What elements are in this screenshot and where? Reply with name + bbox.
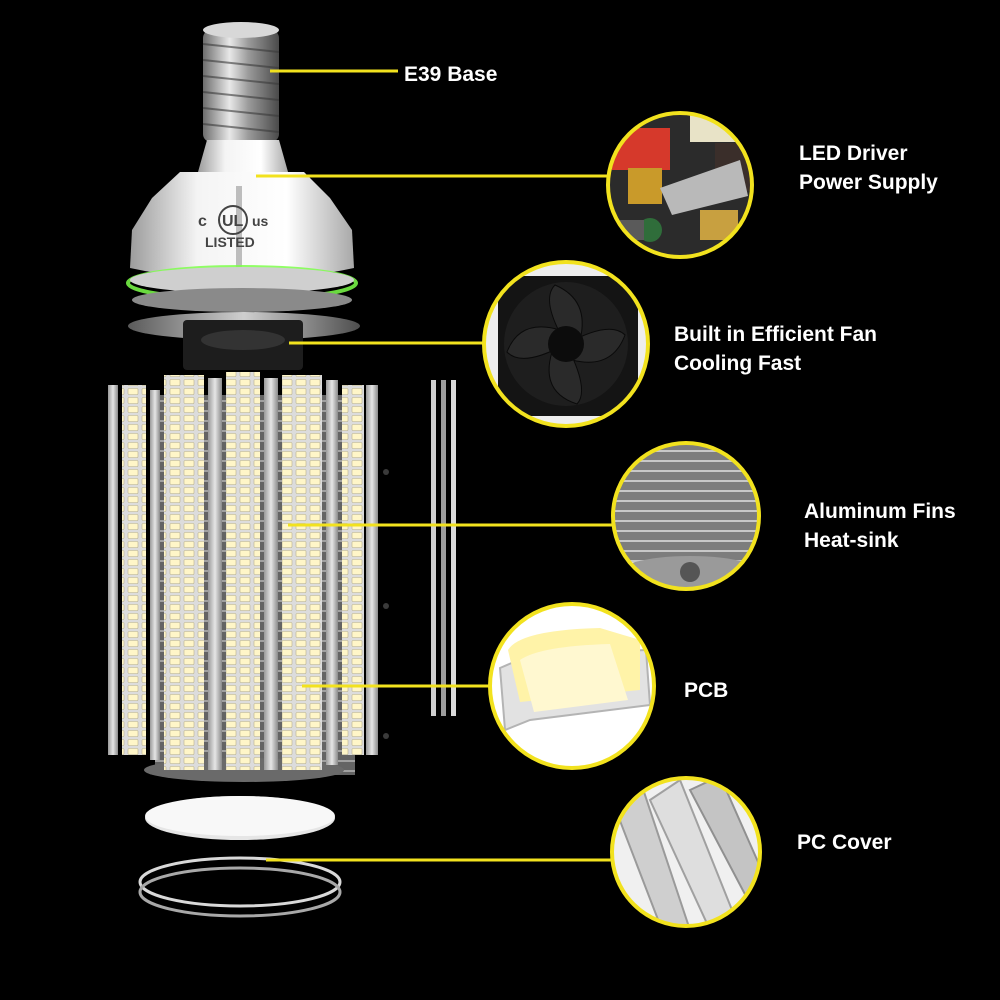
- led-strip-cluster: [108, 372, 389, 782]
- label-led-driver: LED Driver Power Supply: [799, 139, 938, 197]
- label-e39-base-line-1: E39 Base: [404, 63, 498, 86]
- driver-housing: [126, 140, 358, 301]
- label-fan: Built in Efficient Fan Cooling Fast: [674, 320, 877, 378]
- label-led-driver-line-1: LED Driver: [799, 142, 908, 165]
- label-fan-line-1: Built in Efficient Fan: [674, 323, 877, 346]
- svg-text:LISTED: LISTED: [205, 234, 255, 250]
- callout-fan-detail: [482, 260, 650, 428]
- label-led-driver-line-2: Power Supply: [799, 171, 938, 194]
- label-pcb-line-1: PCB: [684, 679, 729, 702]
- callout-driver-detail: [606, 111, 754, 259]
- leader-lines: [256, 69, 612, 862]
- label-aluminum-fins: Aluminum Fins Heat-sink: [804, 497, 956, 555]
- led-strips: [108, 372, 378, 770]
- label-e39-base: E39 Base: [404, 60, 497, 89]
- ul-listed-mark: c UL us LISTED: [198, 205, 269, 250]
- label-pc-cover-line-1: PC Cover: [797, 831, 892, 854]
- callout-fins-detail: [611, 441, 761, 591]
- pc-cover-rails: [431, 380, 456, 716]
- e39-screw-base: [202, 22, 280, 142]
- clear-ring: [138, 856, 342, 918]
- fan-assembly: [128, 288, 360, 370]
- label-pcb: PCB: [684, 676, 728, 705]
- svg-text:us: us: [252, 213, 269, 229]
- svg-text:c: c: [198, 213, 207, 230]
- label-aluminum-fins-line-1: Aluminum Fins: [804, 500, 956, 523]
- label-aluminum-fins-line-2: Heat-sink: [804, 529, 899, 552]
- bottom-cover-disc: [145, 796, 335, 840]
- label-fan-line-2: Cooling Fast: [674, 352, 802, 375]
- svg-text:UL: UL: [222, 213, 244, 230]
- callout-pcb-detail: [488, 602, 656, 770]
- label-pc-cover: PC Cover: [797, 828, 892, 857]
- callout-cover-detail: [610, 776, 762, 928]
